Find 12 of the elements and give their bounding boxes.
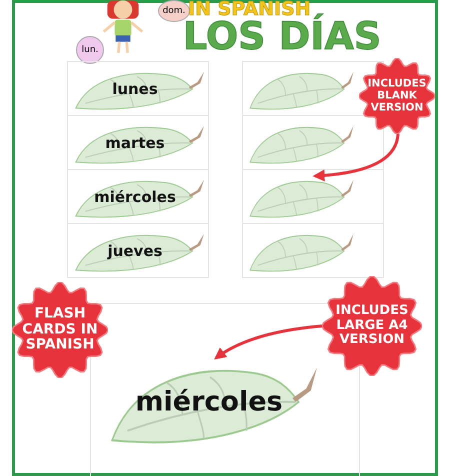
day-word: martes (104, 134, 166, 152)
day-bubble: dom. (158, 0, 190, 22)
day-word: lunes (111, 80, 159, 98)
day-word: jueves (106, 242, 164, 260)
badge-text: INCLUDES LARGE A4 VERSION (334, 304, 410, 348)
day-word: miércoles (134, 386, 284, 418)
badge-text: INCLUDES BLANK VERSION (366, 78, 428, 114)
day-bubble: lun. (76, 36, 104, 64)
badge-text: FLASH CARDS IN SPANISH (21, 306, 99, 354)
arrow (214, 324, 322, 360)
arrow (312, 134, 400, 182)
day-word: miércoles (93, 188, 177, 206)
